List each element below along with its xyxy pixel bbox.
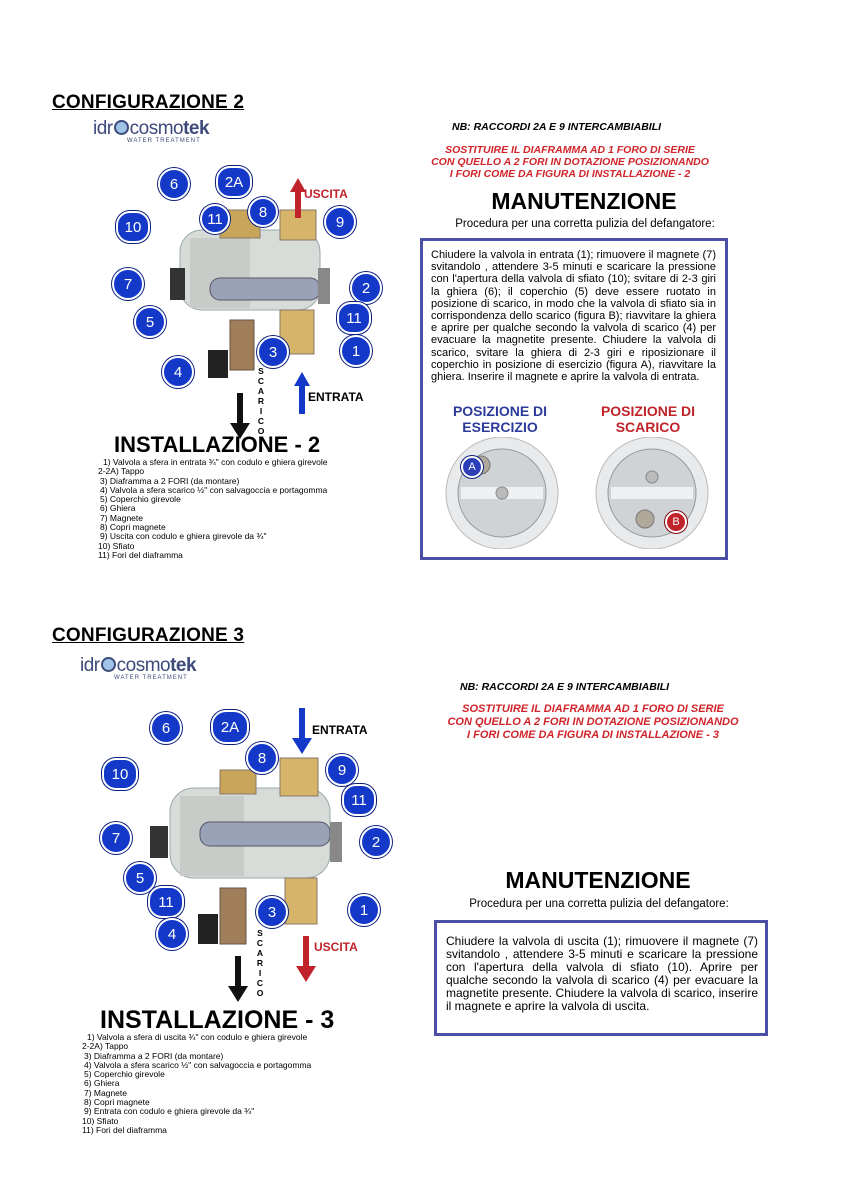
cover-esercizio-figure xyxy=(445,437,559,549)
config3-title: CONFIGURAZIONE 3 xyxy=(52,625,245,646)
badge-10: 10 xyxy=(116,211,150,243)
badge-5: 5 xyxy=(134,306,166,338)
diaphragm-warning-3: SOSTITUIRE IL DIAFRAMMA AD 1 FORO DI SER… xyxy=(447,703,739,741)
badge-11-top: 11 xyxy=(200,204,230,234)
badge-9: 9 xyxy=(324,206,356,238)
badge-6-c3: 6 xyxy=(150,712,182,744)
badge-3: 3 xyxy=(257,336,289,368)
nb-note: NB: RACCORDI 2A E 9 INTERCAMBIABILI xyxy=(452,121,662,133)
maintenance-box: Chiudere la valvola in entrata (1); rimu… xyxy=(420,238,728,560)
nb-note-3: NB: RACCORDI 2A E 9 INTERCAMBIABILI xyxy=(460,681,670,693)
badge-2: 2 xyxy=(350,272,382,304)
uscita-label: USCITA xyxy=(304,187,348,201)
maintenance-box-3: Chiudere la valvola di uscita (1); rimuo… xyxy=(434,920,768,1036)
badge-4-c3: 4 xyxy=(156,918,188,950)
badge-1: 1 xyxy=(340,335,372,367)
uscita-label-3: USCITA xyxy=(314,940,358,954)
maintenance-title-3: MANUTENZIONE xyxy=(505,867,691,893)
diaphragm-warning: SOSTITUIRE IL DIAFRAMMA AD 1 FORO DI SER… xyxy=(431,144,709,180)
badge-1-c3: 1 xyxy=(348,894,380,926)
badge-11-right: 11 xyxy=(337,302,371,334)
component-list-3: 1) Valvola a sfera di uscita ¾" con codu… xyxy=(82,1032,312,1135)
badge-5-c3: 5 xyxy=(124,862,156,894)
logo-drop-icon xyxy=(113,120,129,135)
badge-11-left-c3: 11 xyxy=(148,886,184,918)
badge-4: 4 xyxy=(162,356,194,388)
entrata-label-3: ENTRATA xyxy=(312,723,368,737)
scarico-arrow-icon-3 xyxy=(228,956,248,1002)
badge-9-c3: 9 xyxy=(326,754,358,786)
entrata-arrow-icon xyxy=(294,372,310,414)
uscita-arrow-icon xyxy=(290,178,306,218)
badge-6: 6 xyxy=(158,168,190,200)
badge-8: 8 xyxy=(248,197,278,227)
component-list-2: 1) Valvola a sfera in entrata ¾" con cod… xyxy=(98,457,328,560)
entrata-arrow-icon-3 xyxy=(292,708,312,754)
procedure-subtitle-3: Procedura per una corretta pulizia del d… xyxy=(469,898,729,910)
marker-b: B xyxy=(665,511,687,533)
logo-drop-icon xyxy=(100,657,116,672)
badge-2a-c3: 2A xyxy=(211,710,249,744)
install-title-3: INSTALLAZIONE - 3 xyxy=(100,1006,335,1034)
badge-7: 7 xyxy=(112,268,144,300)
badge-8-c3: 8 xyxy=(246,742,278,774)
badge-3-c3: 3 xyxy=(256,896,288,928)
maintenance-title: MANUTENZIONE xyxy=(491,188,677,214)
config2-title: CONFIGURAZIONE 2 xyxy=(52,92,245,113)
defangatore-figure-3 xyxy=(150,757,342,945)
badge-10-c3: 10 xyxy=(102,758,138,790)
badge-7-c3: 7 xyxy=(100,822,132,854)
maintenance-text: Chiudere la valvola in entrata (1); rimu… xyxy=(431,249,716,384)
uscita-arrow-icon-3 xyxy=(296,936,316,982)
install-title-2: INSTALLAZIONE - 2 xyxy=(114,432,321,457)
badge-2-c3: 2 xyxy=(360,826,392,858)
procedure-subtitle: Procedura per una corretta pulizia del d… xyxy=(455,218,715,230)
entrata-label: ENTRATA xyxy=(308,390,364,404)
cover-scarico-figure xyxy=(595,437,709,549)
scarico-arrow-icon xyxy=(230,393,250,439)
maintenance-text-3: Chiudere la valvola di uscita (1); rimuo… xyxy=(446,934,758,1013)
badge-11-right-c3: 11 xyxy=(342,784,376,816)
badge-2a: 2A xyxy=(216,166,252,198)
defangatore-figure-2 xyxy=(170,209,330,378)
marker-a: A xyxy=(461,456,483,478)
